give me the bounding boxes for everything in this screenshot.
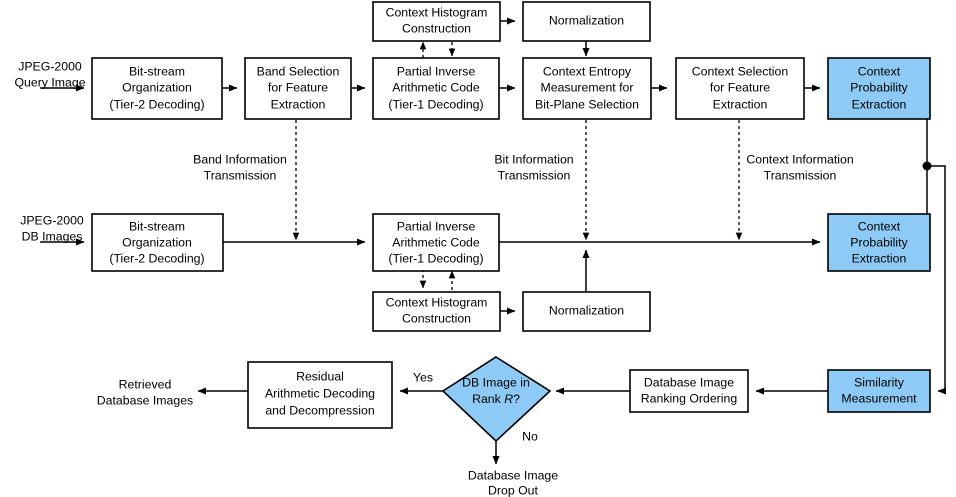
output-label: Database Images (97, 393, 193, 407)
node-label: (Tier-1 Decoding) (388, 251, 483, 265)
node-label: Similarity (854, 375, 905, 389)
node-label: Context (858, 219, 901, 233)
node-label: for Feature (710, 80, 770, 94)
edge-label: Band Information (193, 152, 287, 166)
edge-label: Transmission (498, 168, 571, 182)
node-label: Bit-stream (129, 219, 185, 233)
node-rank-decision[interactable]: DB Image in Rank R? (441, 356, 552, 443)
node-label: Database Image (644, 375, 734, 389)
node-label: Arithmetic Decoding (265, 386, 375, 400)
node-label: Extraction (713, 97, 768, 111)
node-residual-arithmetic-decoding[interactable]: Residual Arithmetic Decoding and Decompr… (247, 361, 393, 429)
label-yes-branch: Yes (413, 370, 433, 384)
node-similarity-measurement[interactable]: Similarity Measurement (827, 369, 931, 413)
label-retrieved-database-images: Retrieved Database Images (97, 377, 193, 407)
node-context-probability-extraction-mid[interactable]: Context Probability Extraction (827, 213, 931, 272)
node-label: Context Histogram (386, 295, 488, 309)
edge-bus-to-similarity (927, 165, 947, 395)
node-database-image-ranking-ordering[interactable]: Database Image Ranking Ordering (629, 369, 749, 413)
node-label: Probability (850, 235, 908, 249)
node-normalization-top[interactable]: Normalization (522, 1, 651, 42)
node-label: (Tier-1 Decoding) (388, 97, 483, 111)
node-label: Partial Inverse (397, 219, 476, 233)
edge-label: Transmission (204, 168, 277, 182)
output-label: Drop Out (488, 483, 538, 497)
edge-label: Yes (413, 370, 433, 384)
input-label: JPEG-2000 (18, 59, 82, 73)
input-label: Query Image (14, 75, 85, 89)
node-bitstream-organization-mid[interactable]: Bit-stream Organization (Tier-2 Decoding… (91, 213, 224, 272)
node-context-histogram-construction-top[interactable]: Context Histogram Construction (372, 1, 501, 42)
node-label: Extraction (852, 251, 907, 265)
input-label: DB Images (22, 229, 83, 243)
edge-label: Context Information (746, 152, 853, 166)
edge-label: No (522, 429, 538, 443)
node-label: Normalization (549, 303, 624, 317)
label-band-information-transmission: Band Information Transmission (193, 152, 287, 182)
node-label: Measurement for (541, 80, 634, 94)
output-label: Retrieved (119, 377, 172, 391)
node-label: and Decompression (265, 403, 375, 417)
label-jpeg2000-query-image: JPEG-2000 Query Image (14, 59, 85, 89)
node-label: for Feature (268, 80, 328, 94)
node-label: Normalization (549, 13, 624, 27)
edge-label: Transmission (764, 168, 837, 182)
node-label: Organization (122, 235, 192, 249)
node-label: Probability (850, 80, 908, 94)
rank-prefix: Rank (472, 392, 504, 406)
node-label: Partial Inverse (397, 64, 476, 78)
rank-suffix: ? (513, 392, 520, 406)
node-label: Arithmetic Code (392, 235, 480, 249)
node-label: (Tier-2 Decoding) (109, 97, 204, 111)
node-label: Construction (402, 21, 471, 35)
node-label: Extraction (271, 97, 326, 111)
input-label: JPEG-2000 (20, 213, 84, 227)
label-no-branch: No (522, 429, 538, 443)
node-context-probability-extraction-top[interactable]: Context Probability Extraction (827, 57, 931, 120)
node-label: Bit-stream (129, 64, 185, 78)
node-bitstream-organization-top[interactable]: Bit-stream Organization (Tier-2 Decoding… (91, 57, 223, 120)
node-normalization-mid[interactable]: Normalization (522, 291, 651, 332)
node-label: DB Image in (462, 375, 530, 389)
node-label-rank: Rank R? (472, 392, 520, 406)
node-band-selection[interactable]: Band Selection for Feature Extraction (244, 57, 352, 120)
edge-label: Bit Information (494, 152, 573, 166)
node-partial-inverse-arithmetic-code-mid[interactable]: Partial Inverse Arithmetic Code (Tier-1 … (372, 213, 500, 272)
node-label: Extraction (852, 97, 907, 111)
label-jpeg2000-db-images: JPEG-2000 DB Images (20, 213, 84, 243)
node-label: Construction (402, 311, 471, 325)
node-label: Bit-Plane Selection (535, 97, 639, 111)
node-label: Measurement (841, 391, 917, 405)
label-context-information-transmission: Context Information Transmission (746, 152, 853, 182)
node-label: Context Histogram (386, 5, 488, 19)
node-label: Ranking Ordering (641, 391, 738, 405)
node-label: Arithmetic Code (392, 80, 480, 94)
label-bit-information-transmission: Bit Information Transmission (494, 152, 573, 182)
node-partial-inverse-arithmetic-code-top[interactable]: Partial Inverse Arithmetic Code (Tier-1 … (372, 57, 500, 120)
node-context-histogram-construction-mid[interactable]: Context Histogram Construction (372, 291, 501, 332)
node-label: Band Selection (257, 64, 340, 78)
node-label: (Tier-2 Decoding) (109, 251, 204, 265)
node-context-entropy-measurement[interactable]: Context Entropy Measurement for Bit-Plan… (522, 57, 652, 120)
label-database-image-drop-out: Database Image Drop Out (468, 468, 558, 497)
node-label: Residual (296, 369, 344, 383)
node-label: Context Entropy (543, 64, 632, 78)
node-label: Organization (122, 80, 192, 94)
rank-variable: R (504, 392, 513, 406)
node-label: Context (858, 64, 901, 78)
output-label: Database Image (468, 468, 558, 482)
node-label: Context Selection (692, 64, 789, 78)
node-context-selection[interactable]: Context Selection for Feature Extraction (675, 57, 805, 120)
